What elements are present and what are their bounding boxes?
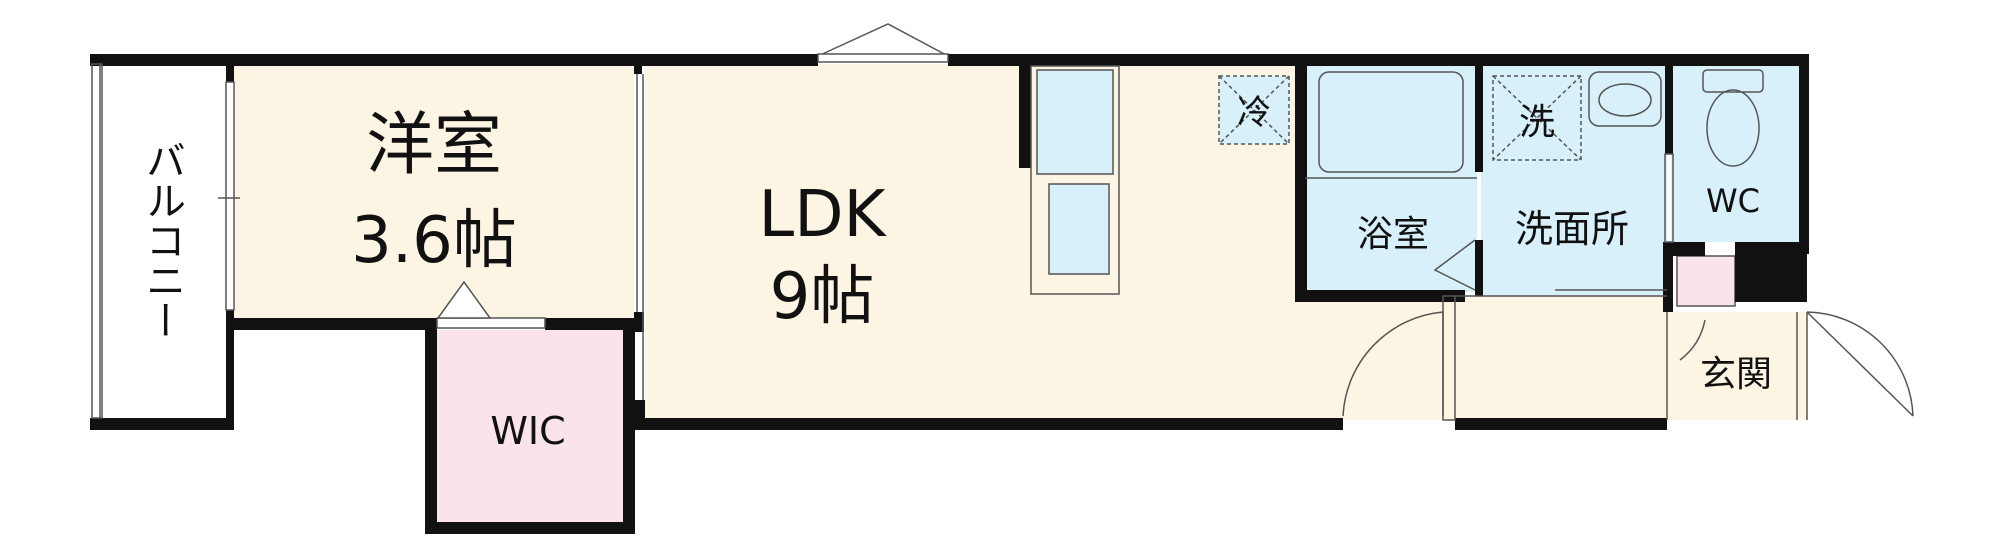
wall-wic-right (623, 318, 635, 534)
wall-bottom-balcony (90, 418, 234, 430)
wash-basin-bowl (1598, 83, 1652, 117)
toilet-bowl (1706, 89, 1760, 167)
wc-label: WC (1706, 182, 1760, 220)
western-window (225, 81, 235, 311)
wc-door-line (1664, 153, 1674, 243)
wall-top-left (90, 54, 818, 66)
walls (90, 54, 1809, 534)
wall-entrance-left (1663, 242, 1673, 312)
thin-lines (91, 63, 1808, 421)
wall-wic-bottom (425, 522, 635, 534)
ldk-size: 9帖 (770, 260, 875, 334)
bath-label: 浴室 (1357, 214, 1429, 255)
fridge-x-1 (1218, 75, 1290, 145)
wall-bath-washroom (1475, 64, 1483, 172)
bath-door (1433, 239, 1476, 291)
kitchen-sink-top (1036, 69, 1114, 175)
washer-space (1492, 75, 1582, 161)
wic-floor (435, 330, 623, 526)
wall-washroom-wc (1665, 64, 1673, 154)
entrance-label-leader (1679, 319, 1706, 361)
washroom-floor (1481, 64, 1667, 296)
shoe-cabinet (1676, 255, 1736, 307)
wc-floor (1671, 64, 1799, 242)
wall-wc-bottom (1665, 242, 1705, 256)
wall-balcony-western (226, 64, 234, 82)
entrance-door-leaf (1806, 311, 1914, 417)
wic-door-track (436, 317, 546, 329)
hall-floor (1305, 296, 1667, 420)
wall-western-ldk-bottom (634, 312, 644, 332)
wic-label: WIC (490, 409, 565, 453)
wall-western-bottom (226, 318, 436, 330)
western-room-name: 洋室 (366, 106, 502, 185)
wall-bottom-ldk (623, 418, 1343, 430)
kitchen-counter (1030, 65, 1120, 295)
washer-x-2 (1492, 75, 1582, 161)
balcony-floor (100, 64, 226, 418)
wall-ldk-left-bottom (635, 400, 645, 422)
wall-top-right (948, 54, 1808, 66)
wall-western-ldk-top (634, 64, 642, 74)
washer-label: 洗 (1519, 102, 1555, 143)
balcony-label: バルコニー (139, 140, 185, 340)
top-window-marker (817, 23, 949, 57)
western-room-floor (234, 64, 634, 318)
hall-door-swing (1342, 311, 1444, 417)
wall-right (1799, 54, 1809, 254)
wall-kitchen (1019, 64, 1031, 168)
kitchen-sink (1048, 183, 1110, 275)
ldk-floor (645, 64, 1305, 420)
bathtub (1318, 71, 1464, 173)
balcony-outline (91, 63, 103, 419)
wall-wic-top-right (545, 318, 635, 330)
fridge-label: 冷 (1237, 93, 1271, 133)
wall-bath-washroom-lower (1475, 240, 1483, 296)
wall-balcony-western-lower (226, 310, 234, 420)
top-window-sill (817, 53, 949, 63)
washer-x-1 (1492, 75, 1582, 161)
wic-window-marker (436, 280, 492, 319)
fixtures (436, 23, 1914, 417)
wall-wc-column (1735, 242, 1807, 302)
wall-bottom-hall (1455, 418, 1667, 430)
labels: バルコニー 洋室 3.6帖 LDK 9帖 WIC 冷 洗 浴室 洗面所 WC 玄… (139, 93, 1772, 453)
ldk-name: LDK (759, 178, 888, 252)
entrance-door-swing (1806, 311, 1914, 417)
washroom-label: 洗面所 (1515, 207, 1629, 251)
wall-bath-bottom (1295, 290, 1465, 302)
entrance-label: 玄関 (1700, 354, 1772, 395)
entrance-floor (1667, 312, 1807, 420)
wall-wic-left (425, 318, 437, 534)
wash-basin (1588, 71, 1662, 127)
toilet-tank (1702, 69, 1764, 93)
fridge-x-2 (1218, 75, 1290, 145)
wall-bath-left (1295, 54, 1307, 300)
western-room-size: 3.6帖 (351, 204, 517, 278)
